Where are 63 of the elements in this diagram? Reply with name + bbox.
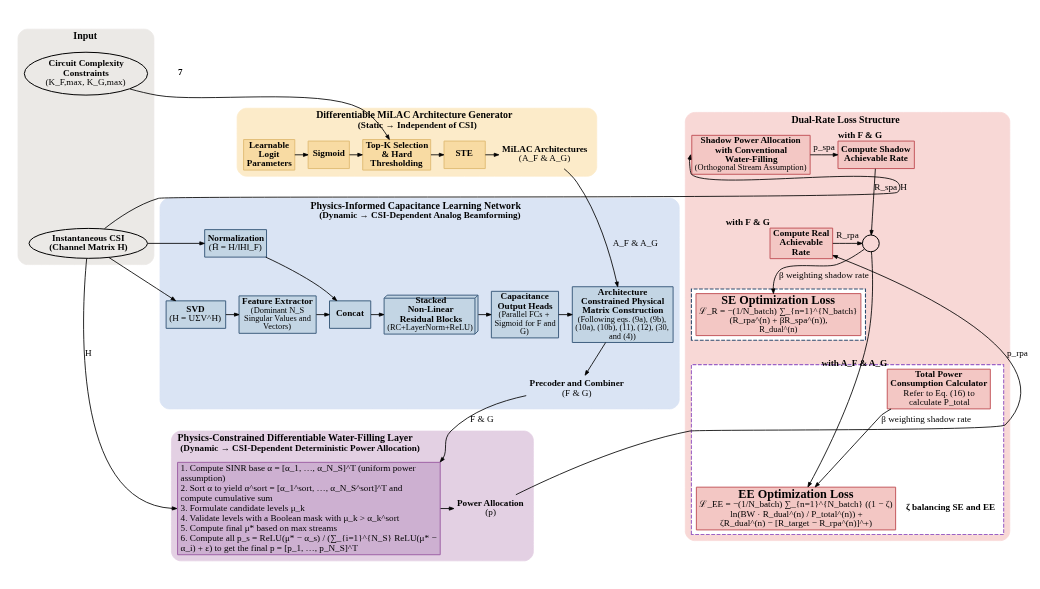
arrow bbox=[225, 312, 240, 317]
arrow bbox=[869, 167, 876, 235]
arrow bbox=[265, 256, 338, 301]
node-ellipse: Instantaneous CSI (Channel Matrix H) bbox=[28, 227, 148, 259]
node-box: EE Optimization Loss ℒ_EE = −(1/N_batch) ∑_{n=1}^{N_batch} ((1 − ζ) ln(BW · R_dual^(n) / P_total^(n)) + ζR_dual^(n) − [R_target − R_rpa^(n)]^+) bbox=[695, 486, 897, 530]
arrow bbox=[809, 152, 839, 157]
node-box: SE Optimization Loss ℒ_R = −(1/N_batch) ∑_{n=1}^{N_batch} (R_rpa^(n) + βR_spa^(n)), R_dual^(n) bbox=[695, 292, 862, 336]
label: ζ balancing SE and EE bbox=[905, 501, 996, 512]
node-box: Concat bbox=[329, 299, 372, 329]
arrow bbox=[316, 312, 330, 317]
arrow bbox=[558, 312, 573, 317]
node-label: with A_F & A_G bbox=[821, 357, 888, 368]
arrow bbox=[515, 254, 1022, 495]
node-box: Compute Shadow Achievable Rate bbox=[837, 140, 915, 169]
arrow bbox=[83, 257, 178, 510]
node-box: 1. Compute SINR base α = [α_1, …, α_N_S]^T (uniform power assumption) 2. Sort α to yield α^sort = [α_1^sort, …, α_N_S^sort]^T and compute cumulative sum 3. Formulate candidate levels μ_k 4. Validate levels with a Boolean mask with μ_k > α_k^sort 5. Compute final μ* based on max streams 6. Compute all p_s = ReLU(μ* − α_s) / (∑_{i=1}^{N_S} ReLU(μ* − α_i) + ε) to get the final p = [p_1, …, p_N_S]^T bbox=[177, 461, 441, 555]
arrow bbox=[349, 152, 363, 157]
edge-label: A_F & A_G bbox=[612, 237, 658, 248]
node-text: MiLAC Architectures (A_F & A_G) bbox=[502, 143, 588, 163]
node-box: Capacitance Output Heads (Parallel FCs + Sigmoid for F and G) bbox=[490, 290, 560, 338]
arrow bbox=[477, 312, 492, 317]
arrow bbox=[584, 341, 607, 376]
node-box: Learnable Logit Parameters bbox=[243, 138, 296, 171]
edge-label: β weighting shadow rate bbox=[881, 413, 972, 424]
node-box: Total Power Consumption Calculator Refer to Eq. (16) to calculate P_total bbox=[886, 368, 991, 409]
node-label: with F & G bbox=[725, 216, 770, 227]
arrow bbox=[147, 240, 205, 245]
arrow bbox=[129, 88, 390, 140]
label: 7 bbox=[177, 66, 183, 77]
node-text: Power Allocation (p) bbox=[457, 497, 524, 517]
edge-label: F & G bbox=[470, 413, 494, 424]
node-box: Architecture Constrained Physical Matrix Construction (Following eqs. (9a), (9b), (10a), (10b), (11), (12), (30, and (4)) bbox=[571, 285, 674, 343]
node-box: Top-K Selection & Hard Thresholding bbox=[362, 138, 432, 171]
edge-label: p_spa bbox=[813, 141, 835, 152]
arrow bbox=[104, 153, 901, 229]
arrow bbox=[484, 152, 500, 157]
arrow bbox=[771, 248, 865, 294]
node-box: Shadow Power Allocation with Conventional Water-Filling (Orthogonal Stream Assumption) bbox=[691, 134, 811, 175]
edge-label: R_spa bbox=[874, 181, 898, 192]
node-text: Precoder and Combiner (F & G) bbox=[529, 377, 624, 398]
arrow bbox=[430, 152, 445, 157]
node-box: Normalization (H̄ = H/‖H‖_F) bbox=[204, 228, 267, 258]
edge-label: H bbox=[900, 181, 907, 192]
edge-label: p_rpa bbox=[1006, 347, 1028, 358]
edge-label: R_rpa bbox=[836, 229, 859, 240]
node-circle bbox=[861, 234, 880, 252]
arrow bbox=[440, 506, 455, 511]
node-box: Sigmoid bbox=[307, 140, 350, 169]
node-box: Feature Extractor (Dominant N_S Singular Values and Vectors) bbox=[238, 294, 317, 334]
node-ellipse: Circuit Complexity Constraints (K_F,max, K_G,max) bbox=[23, 51, 149, 96]
arrow bbox=[832, 240, 863, 245]
arrow bbox=[814, 408, 892, 487]
node-box: STE bbox=[443, 140, 486, 169]
arrow bbox=[294, 152, 309, 157]
arrow bbox=[807, 251, 873, 487]
node-box: SVD (H = UΣV^H) bbox=[165, 299, 227, 329]
arrow bbox=[108, 256, 176, 301]
arrow bbox=[370, 312, 385, 317]
node-label: with F & G bbox=[838, 129, 883, 140]
edge-label: β weighting shadow rate bbox=[778, 269, 869, 280]
node-box: Compute Real Achievable Rate bbox=[769, 227, 834, 259]
arrow bbox=[439, 394, 527, 462]
edge-label: H bbox=[84, 347, 92, 358]
